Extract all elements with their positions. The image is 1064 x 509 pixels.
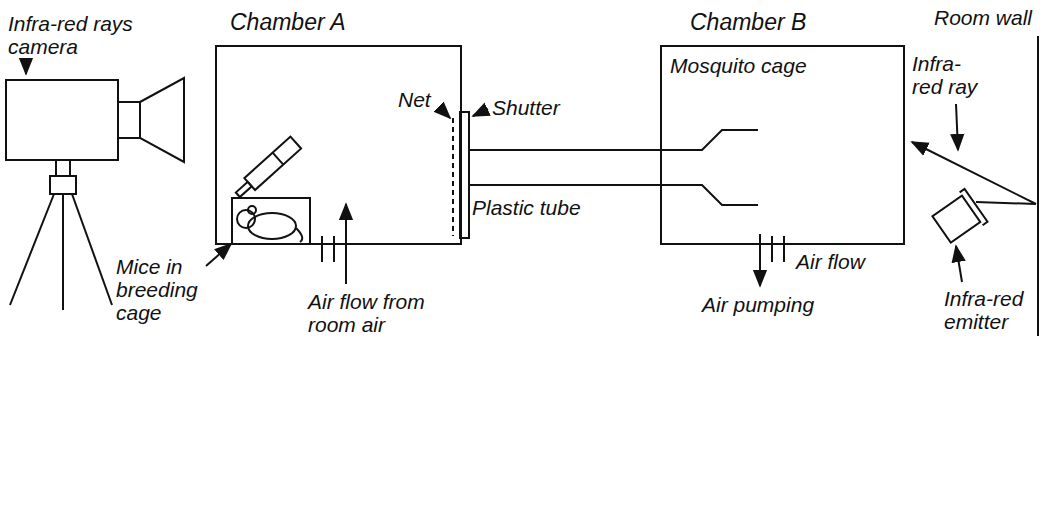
camera-body xyxy=(6,80,118,160)
cage-label: Mice in breeding cage xyxy=(116,255,212,324)
cage-label: Mosquito cage xyxy=(670,54,807,77)
air-outlet-label: Air pumping xyxy=(702,293,814,316)
tripod-head xyxy=(50,176,76,194)
tripod-leg xyxy=(10,194,54,305)
emitter-lens xyxy=(960,189,988,225)
bottle-mark xyxy=(273,153,284,165)
mouse-ear xyxy=(248,206,256,214)
leader-arrow xyxy=(956,246,962,282)
camera-hood xyxy=(140,78,184,162)
mouse-tail xyxy=(296,228,302,242)
flow-arrow xyxy=(759,234,761,286)
tripod-post xyxy=(56,160,70,176)
emitter-symbol xyxy=(930,189,987,246)
chamber-heading: Chamber B xyxy=(690,9,806,36)
mosquito-cage-funnel xyxy=(660,130,758,205)
tripod-leg xyxy=(62,194,64,310)
chamber-box: Chamber A xyxy=(215,45,462,245)
shutter-label: Shutter xyxy=(492,96,560,119)
breeding-cage-symbol xyxy=(232,137,310,244)
air-pipe xyxy=(322,236,334,262)
leader-arrow xyxy=(206,244,231,266)
net-label: Net xyxy=(398,88,431,111)
water-bottle xyxy=(232,137,301,201)
air-flow-label: Air flow xyxy=(796,250,865,273)
plastic-tube xyxy=(469,150,660,185)
camera-lens xyxy=(118,102,140,138)
air-pipe xyxy=(772,236,784,262)
bottle-spout xyxy=(236,182,252,197)
cage-box xyxy=(232,198,310,244)
net-symbol xyxy=(452,118,454,236)
leader-arrow xyxy=(25,58,27,74)
tube-label: Plastic tube xyxy=(472,196,581,219)
air-inlet-label: Air flow from room air xyxy=(308,290,460,336)
leader-arrow xyxy=(440,108,450,118)
infra-red-beam xyxy=(976,202,1036,204)
chamber-heading: Chamber A xyxy=(230,9,345,36)
wall-label: Room wall xyxy=(934,6,1032,29)
ray-label: Infra-red ray xyxy=(912,52,990,98)
leader-arrow xyxy=(956,104,958,150)
mouse-head xyxy=(237,210,255,228)
infra-red-beam xyxy=(912,142,1036,204)
bottle-body xyxy=(244,137,301,190)
leader-arrow xyxy=(473,109,488,116)
emitter-label: Infra-red emitter xyxy=(944,287,1048,333)
room-wall xyxy=(1037,36,1039,336)
camera-label: Infra-red rays camera xyxy=(8,12,136,58)
tripod-leg xyxy=(72,194,112,305)
